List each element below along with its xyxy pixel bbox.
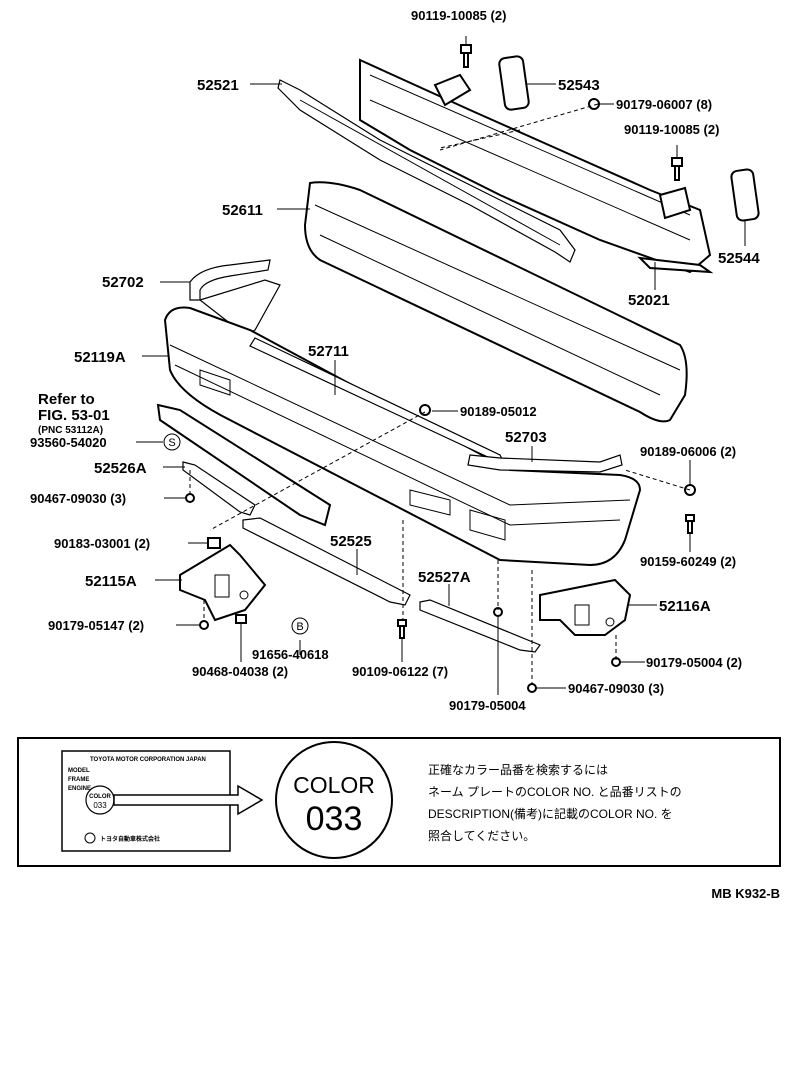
plate-row-frame: FRAME [68, 777, 89, 783]
label-p23: 52116A [659, 598, 711, 615]
clip-90183-03001 [207, 537, 221, 549]
label-p6: 52611 [222, 202, 263, 219]
label-p10: 52119A [74, 349, 126, 366]
clip-90467-09030-right [527, 683, 537, 693]
plate-maker: TOYOTA MOTOR CORPORATION JAPAN [90, 757, 206, 763]
label-p30: 90179-05004 [449, 698, 526, 713]
label-p7: 52544 [718, 250, 760, 267]
label-p18: 90183-03001 (2) [54, 536, 150, 551]
label-p12: 90189-05012 [460, 404, 537, 419]
plate-row-model: MODEL [68, 768, 90, 774]
label-p24: 90179-05147 (2) [48, 618, 144, 633]
marker-b-circle [291, 617, 309, 635]
clip-90467-09030-left [185, 493, 195, 503]
refer-line1: Refer to [38, 391, 95, 408]
label-p28: 90109-06122 (7) [352, 664, 448, 679]
bolt-90119-right [671, 145, 683, 181]
spacer-52527A-drawing [419, 599, 541, 653]
marker-b: B [296, 621, 303, 633]
label-p5: 90119-10085 (2) [624, 122, 719, 137]
color-code-label: COLOR [293, 772, 375, 798]
label-p21: 52115A [85, 573, 137, 590]
figure-code: MB K932-B [711, 886, 780, 901]
label-p22: 52527A [418, 569, 471, 586]
bracket-52116A-slot [574, 604, 590, 626]
pad-52543-drawing [498, 55, 530, 111]
refer-line3: (PNC 53112A) [38, 425, 103, 436]
bracket-52115A-drawing [179, 543, 267, 622]
bracket-52116A-hole [605, 617, 615, 627]
label-p25: 91656-40618 [252, 647, 329, 662]
plate-color-label: COLOR [89, 794, 111, 800]
nut-90179-06007 [588, 98, 600, 110]
bumper-cover-52119A-drawing [163, 306, 642, 567]
label-p3: 52543 [558, 77, 600, 94]
color-note-line1: 正確なカラー品番を検索するには [428, 762, 608, 777]
bolt-90119-upper [460, 36, 472, 68]
label-p20: 90159-60249 (2) [640, 554, 736, 569]
color-code-circle [275, 741, 393, 859]
label-p17: 90467-09030 (3) [30, 491, 126, 506]
label-p11: 52711 [308, 343, 349, 360]
bracket-52115A-slot [214, 574, 230, 598]
assembly-line-4 [624, 469, 691, 491]
plate-footer: トヨタ自動車株式会社 [100, 835, 160, 843]
label-p29: 90467-09030 (3) [568, 681, 664, 696]
spacer-52526A-drawing [182, 461, 256, 516]
label-p16: 90189-06006 (2) [640, 444, 736, 459]
bracket-52116A-drawing [539, 578, 632, 636]
label-p27: 90468-04038 (2) [192, 664, 288, 679]
plate-row-engine: ENGINE [68, 786, 91, 792]
marker-s-circle [163, 433, 181, 451]
nut-90179-05147 [199, 620, 209, 630]
plate-color-code: 033 [93, 801, 107, 810]
retainer-52521-drawing [277, 79, 576, 263]
color-code-value: 033 [306, 800, 363, 838]
clip-90189-05012 [419, 404, 431, 416]
label-p13: 52703 [505, 429, 547, 446]
bracket-52115A-hole [239, 590, 249, 600]
label-p15: 52526A [94, 460, 147, 477]
moulding-52703-drawing [467, 454, 623, 473]
grille-93560-drawing [156, 403, 332, 527]
label-p9: 52021 [628, 292, 670, 309]
screw-90109-06122 [397, 619, 407, 639]
screw-90159-60249 [685, 514, 695, 534]
reinforcement-52021-drawing [359, 58, 714, 274]
arrow-icon [113, 784, 264, 816]
label-p8: 52702 [102, 274, 144, 291]
color-note-line3: DESCRIPTION(備考)に記載のCOLOR NO. を [428, 806, 673, 821]
label-p4: 90179-06007 (8) [616, 97, 712, 112]
clip-90468-04038 [235, 614, 247, 624]
label-p26: 90179-05004 (2) [646, 655, 742, 670]
assembly-line-2 [209, 411, 426, 531]
label-p1: 90119-10085 (2) [411, 8, 506, 23]
spacer-52525-drawing [242, 517, 411, 606]
label-p19: 52525 [330, 533, 372, 550]
absorber-52611-drawing [303, 181, 688, 423]
color-note-line4: 照合してください。 [428, 828, 535, 843]
refer-line2: FIG. 53-01 [38, 407, 110, 424]
label-p14: 93560-54020 [30, 435, 107, 450]
pad-52544-drawing [730, 168, 760, 222]
marker-s: S [168, 437, 175, 449]
color-note-line2: ネーム プレートのCOLOR NO. と品番リストの [428, 785, 682, 799]
label-p2: 52521 [197, 77, 239, 94]
